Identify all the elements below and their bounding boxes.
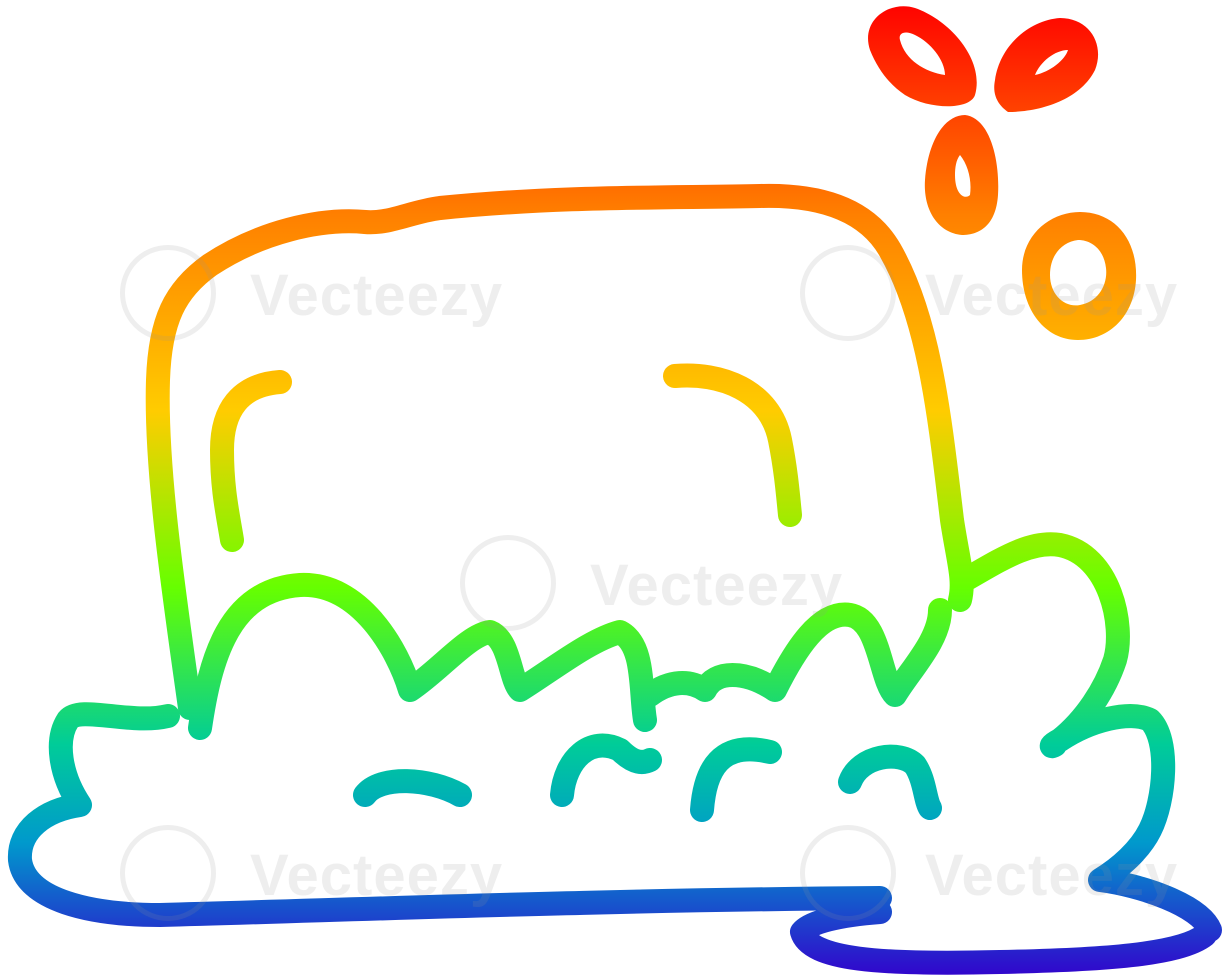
watermark-text: Vecteezy <box>250 263 504 328</box>
watermark-logo-icon <box>120 245 216 341</box>
foam-detail-3 <box>690 737 782 822</box>
foam-bottom-right <box>790 900 1217 975</box>
soap-highlight-left <box>210 370 292 552</box>
foam-detail-1 <box>353 769 472 807</box>
watermark-text: Vecteezy <box>590 553 844 618</box>
watermark-text: Vecteezy <box>250 843 504 908</box>
watermark-text: Vecteezy <box>925 843 1179 908</box>
watermark-logo-icon <box>460 535 556 631</box>
watermark-logo-icon <box>800 825 896 921</box>
foam-detail-4 <box>838 744 942 820</box>
bubble-top-right <box>994 18 1099 112</box>
watermark-logo-icon <box>800 245 896 341</box>
soap-highlight-right <box>663 363 802 527</box>
watermark-logo-icon <box>120 825 216 921</box>
foam-detail-2 <box>550 733 662 807</box>
bubble-middle <box>924 115 999 235</box>
bubble-bottom <box>1022 212 1137 340</box>
foam-top-outline <box>7 702 892 927</box>
foam-bumps-outline <box>188 572 657 740</box>
bubble-top-left <box>868 6 977 107</box>
watermark-text: Vecteezy <box>925 263 1179 328</box>
foam-right-cloud <box>953 532 1222 942</box>
foam-detail-5 <box>1039 728 1072 759</box>
soap-bar-outline <box>145 183 974 720</box>
foam-middle-bumps <box>638 598 952 707</box>
